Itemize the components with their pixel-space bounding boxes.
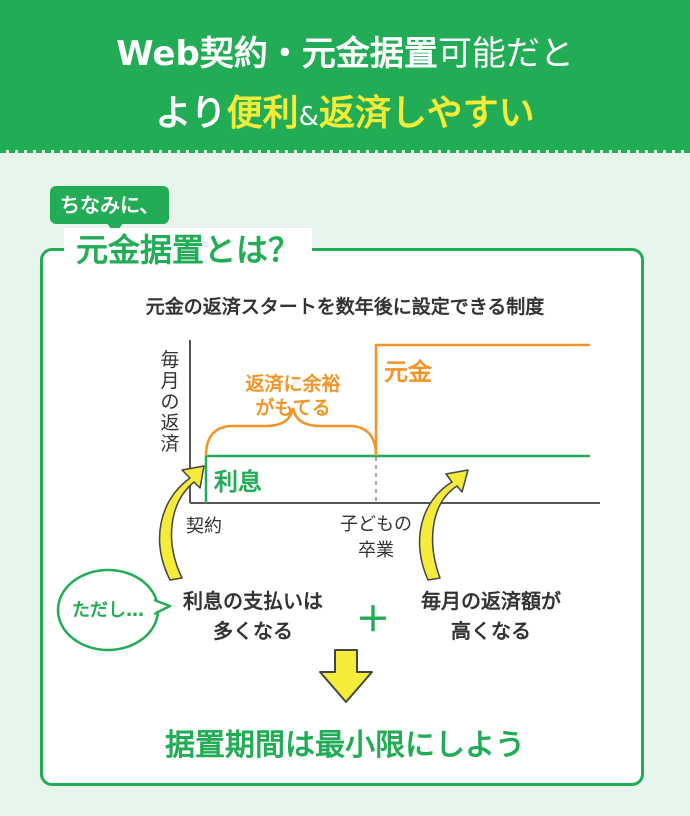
relief-label-line-1: 返済に余裕 [245, 373, 341, 395]
interest-note-line-2: 多くなる [213, 619, 293, 643]
interest-note: 利息の支払いは 多くなる [160, 586, 346, 646]
caveat-bubble-tail [153, 598, 172, 616]
down-arrow [319, 649, 373, 703]
payment-note: 毎月の返済額が 高くなる [398, 586, 584, 646]
header-banner [0, 0, 690, 150]
headline-shiyasui: しやすい [390, 93, 535, 134]
conclusion-text: 据置期間は最小限にしよう [165, 728, 525, 763]
y-axis-label: 毎 月 の 返 済 [158, 350, 182, 455]
headline-bold-part: Web契約・元金据置 [116, 34, 438, 74]
right-curve-arrow [418, 469, 469, 581]
relief-label-line-2: がもてる [255, 397, 331, 419]
plus-sign: ＋ [356, 600, 390, 640]
y-axis-char: の [160, 391, 180, 413]
interest-label: 利息 [214, 468, 262, 496]
y-axis-char: 済 [160, 433, 180, 455]
x-label-graduation: 子どもの 卒業 [326, 512, 426, 564]
definition-text: 元金の返済スタートを数年後に設定できる制度 [145, 296, 545, 318]
interest-step-line [204, 454, 590, 503]
relief-label: 返済に余裕 がもてる [218, 372, 368, 420]
header-dashed-divider [0, 150, 690, 153]
y-axis-char: 返 [160, 412, 180, 434]
y-axis-char: 月 [160, 370, 180, 392]
section-title: 元金据置とは？ [64, 228, 313, 272]
headline-line-2: より便利&返済しやすい [0, 84, 690, 136]
payment-note-line-1: 毎月の返済額が [421, 589, 561, 613]
headline-ampersand: & [298, 102, 319, 132]
headline-line-1: Web契約・元金据置可能だと [0, 26, 690, 75]
x-label-graduation-line-1: 子どもの [340, 514, 412, 535]
headline-hensai: 返済 [318, 93, 391, 134]
principal-label: 元金 [384, 358, 432, 386]
headline-thin-part: 可能だと [437, 34, 574, 74]
caveat-text: ただし… [72, 600, 144, 621]
x-label-contract: 契約 [186, 516, 222, 537]
speech-badge: ちなみに、 [50, 186, 170, 224]
headline-yori: より [155, 93, 227, 134]
headline-benri: 便利 [226, 93, 299, 134]
bubble-tail-mask [150, 601, 155, 613]
y-axis-char: 毎 [160, 349, 180, 371]
payment-note-line-2: 高くなる [451, 619, 531, 643]
left-curve-arrow [158, 465, 205, 581]
x-label-graduation-line-2: 卒業 [358, 540, 394, 561]
relief-brace [204, 407, 378, 457]
interest-note-line-1: 利息の支払いは [183, 589, 323, 613]
principal-step-line [374, 343, 590, 456]
